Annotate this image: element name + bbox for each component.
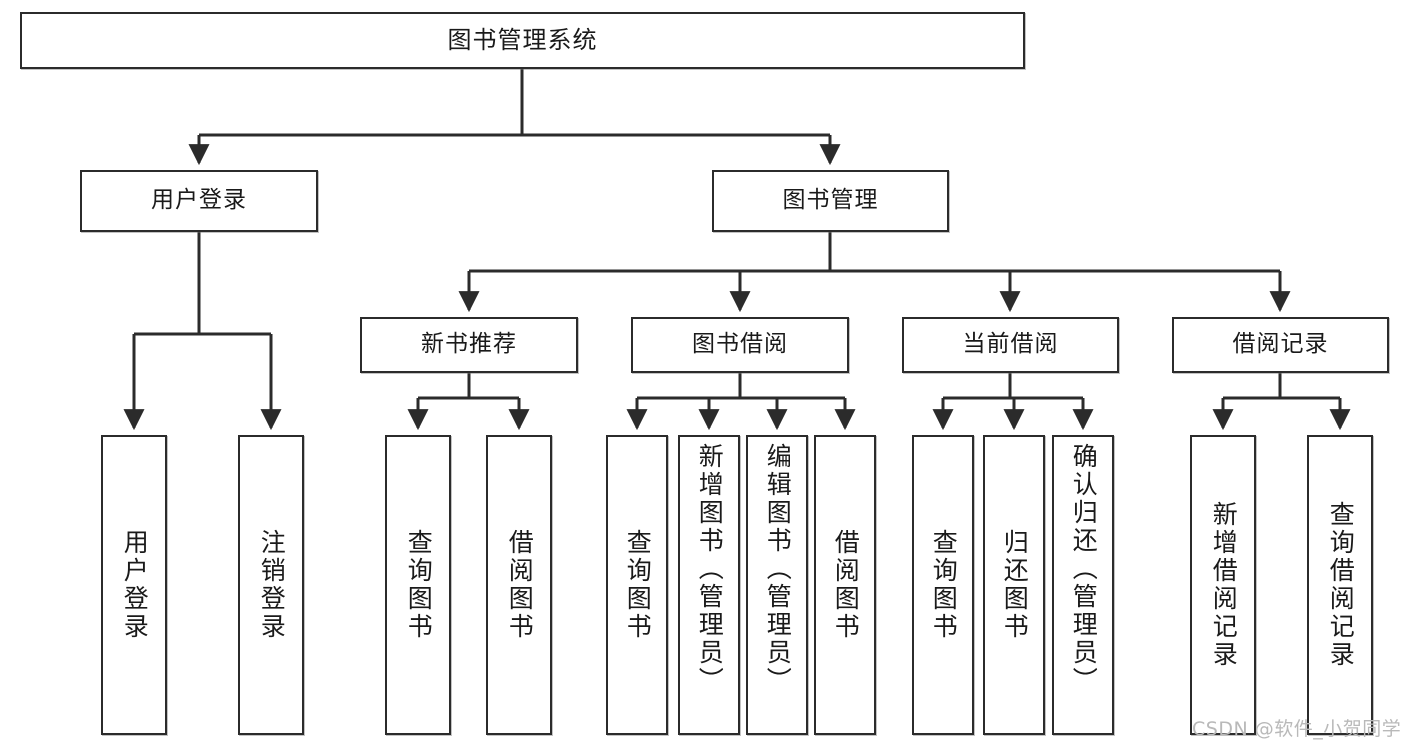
node-leaf-logout-label: 注销登录 — [257, 529, 287, 641]
node-borrow-record-label: 借阅记录 — [1232, 331, 1329, 358]
node-current-borrow-label: 当前借阅 — [962, 331, 1059, 358]
node-leaf-logout[interactable]: 注销登录 — [238, 435, 304, 735]
node-leaf-query-book-3[interactable]: 查询图书 — [912, 435, 974, 735]
node-book-manage[interactable]: 图书管理 — [712, 170, 949, 232]
node-leaf-user-login-label: 用户登录 — [120, 529, 150, 641]
node-leaf-add-book-label: 新增图书（管理员） — [695, 443, 725, 695]
node-current-borrow[interactable]: 当前借阅 — [902, 317, 1119, 373]
node-leaf-borrow-book-2[interactable]: 借阅图书 — [814, 435, 876, 735]
node-user-login[interactable]: 用户登录 — [80, 170, 318, 232]
node-leaf-user-login[interactable]: 用户登录 — [101, 435, 167, 735]
node-leaf-borrow-book-1[interactable]: 借阅图书 — [486, 435, 552, 735]
node-user-login-label: 用户登录 — [151, 187, 247, 214]
node-new-book-recommend[interactable]: 新书推荐 — [360, 317, 578, 373]
node-leaf-query-record[interactable]: 查询借阅记录 — [1307, 435, 1373, 735]
node-leaf-return-book[interactable]: 归还图书 — [983, 435, 1045, 735]
node-book-manage-label: 图书管理 — [782, 187, 879, 214]
node-leaf-edit-book-label: 编辑图书（管理员） — [763, 443, 793, 695]
node-new-book-recommend-label: 新书推荐 — [421, 331, 517, 358]
node-leaf-return-book-label: 归还图书 — [1000, 529, 1030, 641]
node-root-label: 图书管理系统 — [447, 26, 598, 55]
csdn-watermark: CSDN @软件_小贺同学 — [1192, 718, 1402, 740]
node-leaf-query-book-2-label: 查询图书 — [623, 529, 653, 641]
node-leaf-borrow-book-2-label: 借阅图书 — [831, 529, 861, 641]
node-root[interactable]: 图书管理系统 — [20, 12, 1025, 69]
node-borrow-record[interactable]: 借阅记录 — [1172, 317, 1389, 373]
node-leaf-add-book[interactable]: 新增图书（管理员） — [678, 435, 740, 735]
node-leaf-confirm-return-label: 确认归还（管理员） — [1069, 443, 1099, 695]
node-leaf-query-book-1[interactable]: 查询图书 — [385, 435, 451, 735]
node-leaf-query-book-1-label: 查询图书 — [404, 529, 434, 641]
node-leaf-add-record-label: 新增借阅记录 — [1209, 501, 1239, 669]
node-book-borrow[interactable]: 图书借阅 — [631, 317, 849, 373]
node-book-borrow-label: 图书借阅 — [692, 331, 788, 358]
node-leaf-query-book-3-label: 查询图书 — [929, 529, 959, 641]
node-leaf-edit-book[interactable]: 编辑图书（管理员） — [746, 435, 808, 735]
node-leaf-add-record[interactable]: 新增借阅记录 — [1190, 435, 1256, 735]
node-leaf-borrow-book-1-label: 借阅图书 — [505, 529, 535, 641]
node-leaf-confirm-return[interactable]: 确认归还（管理员） — [1052, 435, 1114, 735]
node-leaf-query-book-2[interactable]: 查询图书 — [606, 435, 668, 735]
node-leaf-query-record-label: 查询借阅记录 — [1326, 501, 1356, 669]
